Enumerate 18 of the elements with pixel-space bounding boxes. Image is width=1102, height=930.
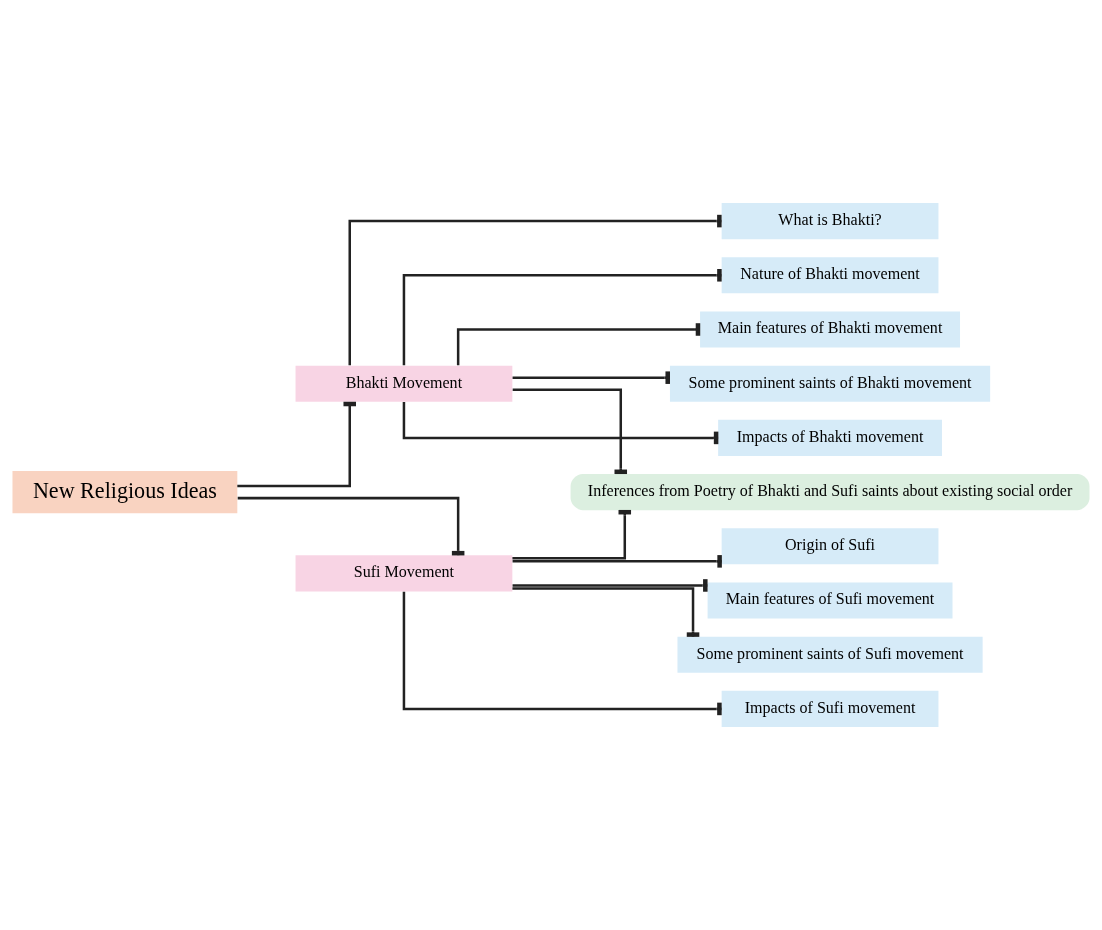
node-box: Some prominent saints of Bhakti movement [669, 365, 991, 402]
node-box: Main features of Bhakti movement [700, 311, 961, 348]
node-box: Main features of Sufi movement [707, 582, 953, 619]
node-box: Impacts of Bhakti movement [718, 419, 942, 456]
connector [402, 269, 722, 366]
node-box: What is Bhakti? [721, 203, 939, 240]
connector [512, 579, 708, 592]
node-box: Inferences from Poetry of Bhakti and Sufi saints about existing social order [570, 474, 1090, 511]
node-box: New Religious Ideas [12, 471, 238, 514]
node-box: Nature of Bhakti movement [721, 257, 939, 294]
node-box: Bhakti Movement [295, 365, 513, 402]
node-box: Some prominent saints of Sufi movement [677, 636, 983, 673]
connector [512, 371, 670, 384]
connector [237, 401, 356, 488]
node-box: Sufi Movement [295, 555, 513, 592]
connector [512, 555, 722, 568]
node-box: Origin of Sufi [721, 528, 939, 565]
node-box: Impacts of Sufi movement [721, 690, 939, 727]
